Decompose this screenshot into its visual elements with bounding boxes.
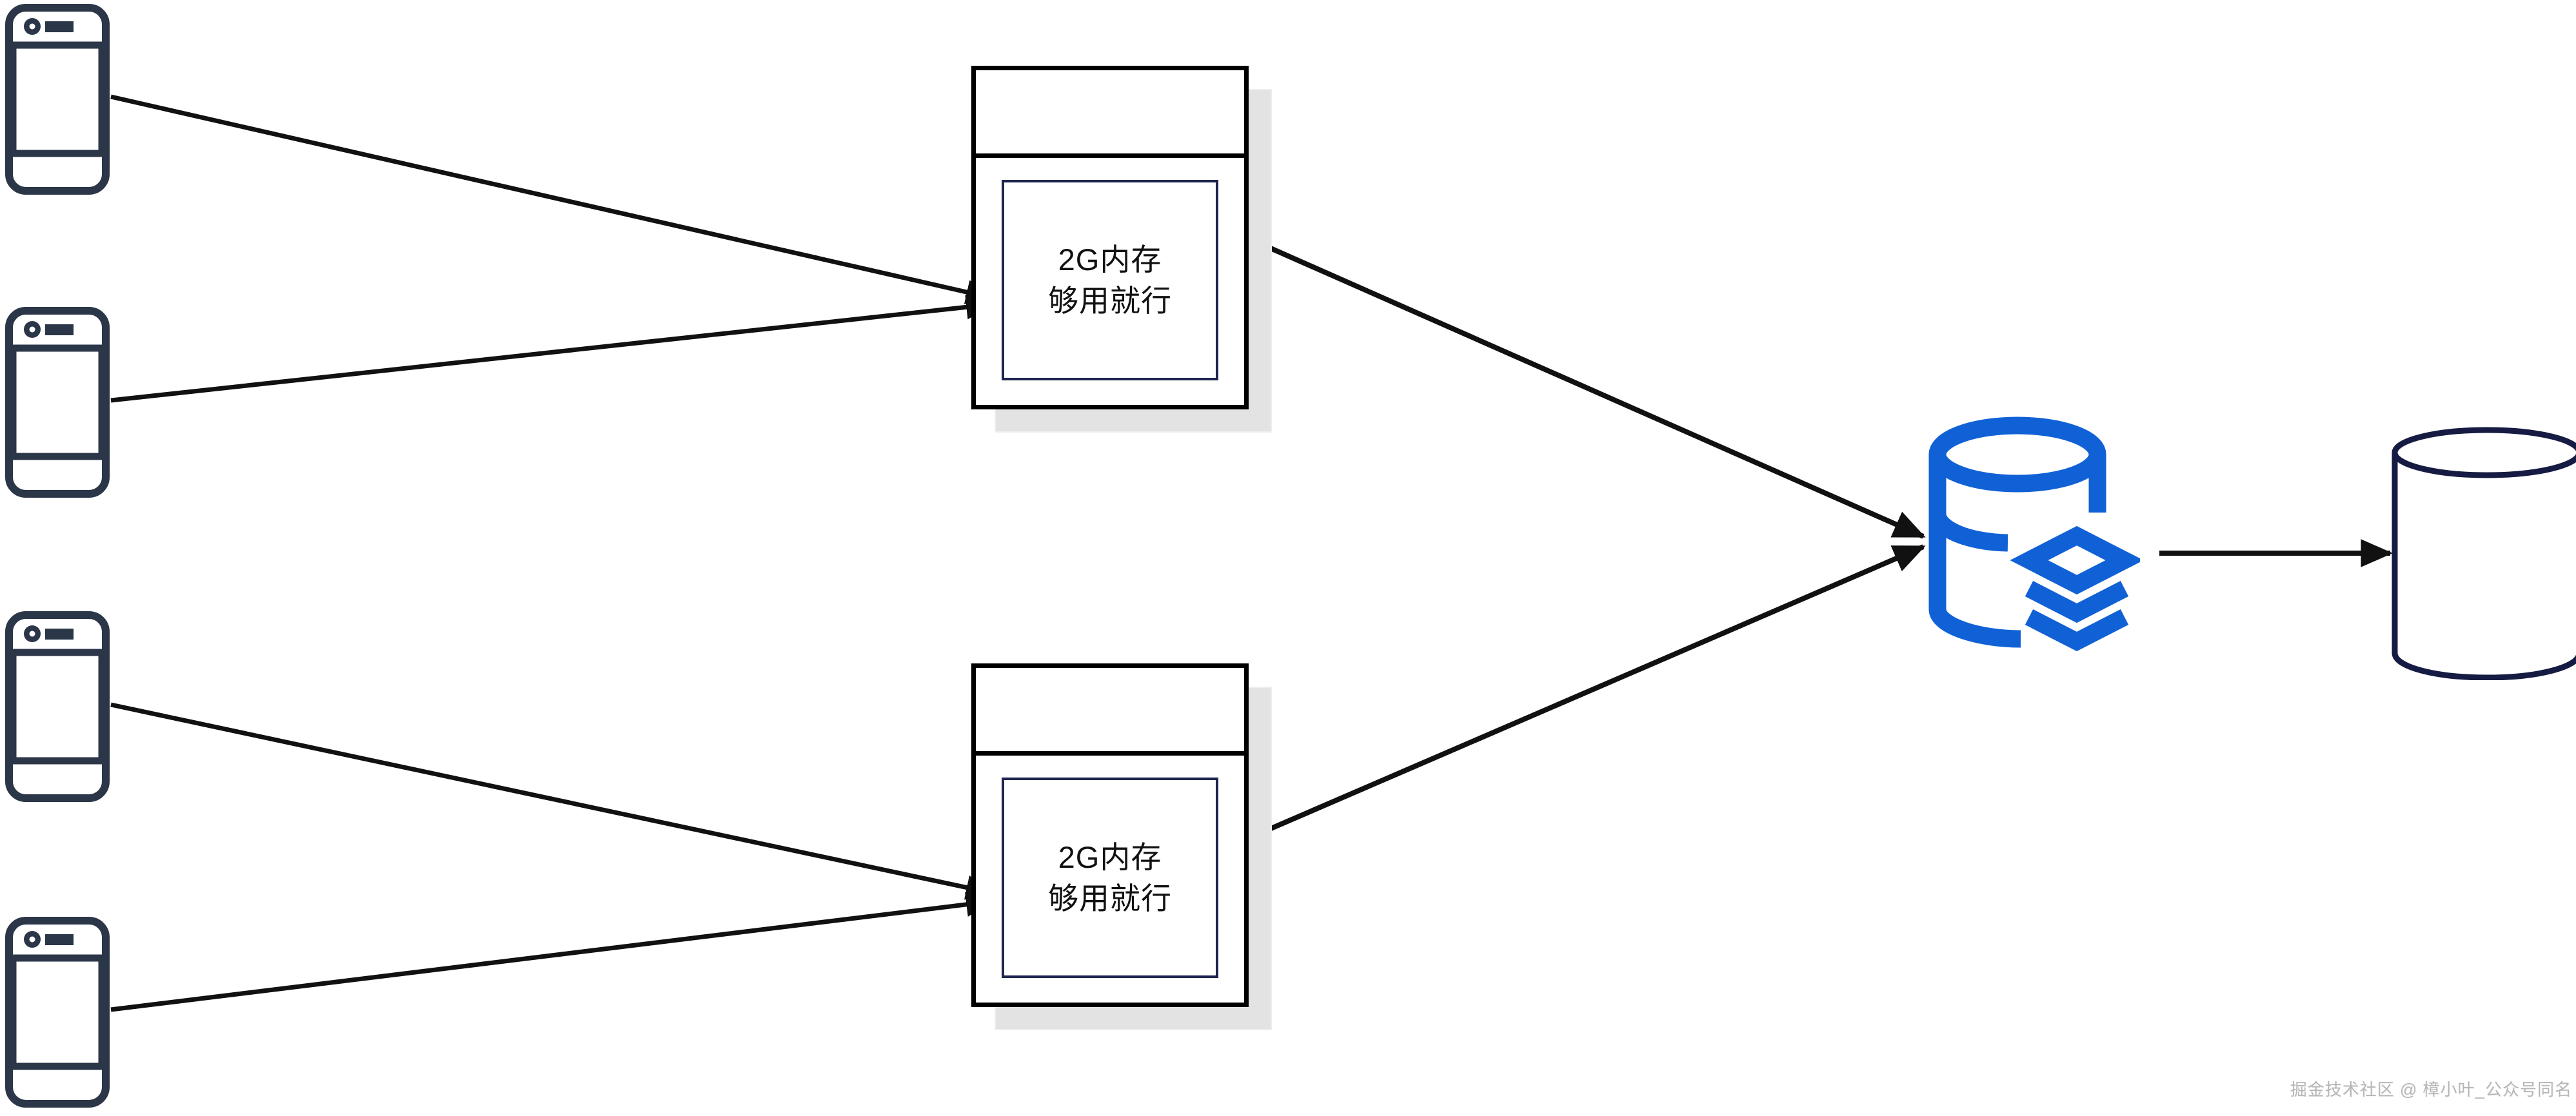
server-card-header: [976, 668, 1244, 756]
server-memory-label-line2: 够用就行: [1048, 283, 1172, 318]
server-card-frame: 2G内存 够用就行: [971, 66, 1249, 409]
mobile-phone-4[interactable]: [5, 917, 110, 1108]
database-stack-icon: [1928, 416, 2106, 648]
server-card-body: 2G内存 够用就行: [976, 158, 1244, 405]
connector-server-top-to-database: [1247, 236, 1926, 539]
server-memory-panel: 2G内存 够用就行: [1002, 180, 1218, 380]
phone-speaker-icon: [45, 21, 74, 32]
app-server-bottom[interactable]: 2G内存 够用就行: [971, 663, 1272, 1030]
phone-speaker-icon: [45, 324, 74, 335]
connector-phone3-to-server-bottom: [110, 702, 995, 900]
primary-database[interactable]: [1927, 416, 2140, 661]
storage-cylinder[interactable]: [2390, 426, 2576, 680]
server-card-header: [976, 70, 1244, 158]
server-memory-label-line1: 2G内存: [1058, 840, 1162, 875]
mobile-phone-1[interactable]: [5, 4, 110, 195]
connector-phone1-to-server-top: [110, 94, 995, 304]
phone-speaker-icon: [45, 934, 74, 945]
connector-phone2-to-server-top: [110, 295, 995, 403]
connector-server-bottom-to-database: [1247, 544, 1926, 841]
app-server-top[interactable]: 2G内存 够用就行: [971, 66, 1272, 433]
watermark-text: 掘金技术社区 @ 樟小叶_公众号同名: [2290, 1080, 2572, 1099]
phone-speaker-icon: [45, 629, 74, 640]
server-memory-panel: 2G内存 够用就行: [1002, 778, 1218, 978]
server-memory-label-line1: 2G内存: [1058, 242, 1162, 277]
server-card-frame: 2G内存 够用就行: [971, 663, 1249, 1007]
stack-layers-icon: [2010, 525, 2140, 652]
server-card-body: 2G内存 够用就行: [976, 756, 1244, 1003]
server-memory-label-line2: 够用就行: [1048, 881, 1172, 915]
cylinder-database-icon: [2392, 427, 2576, 680]
mobile-phone-3[interactable]: [5, 611, 110, 802]
mobile-phone-2[interactable]: [5, 307, 110, 498]
connector-phone4-to-server-bottom: [110, 892, 995, 1012]
